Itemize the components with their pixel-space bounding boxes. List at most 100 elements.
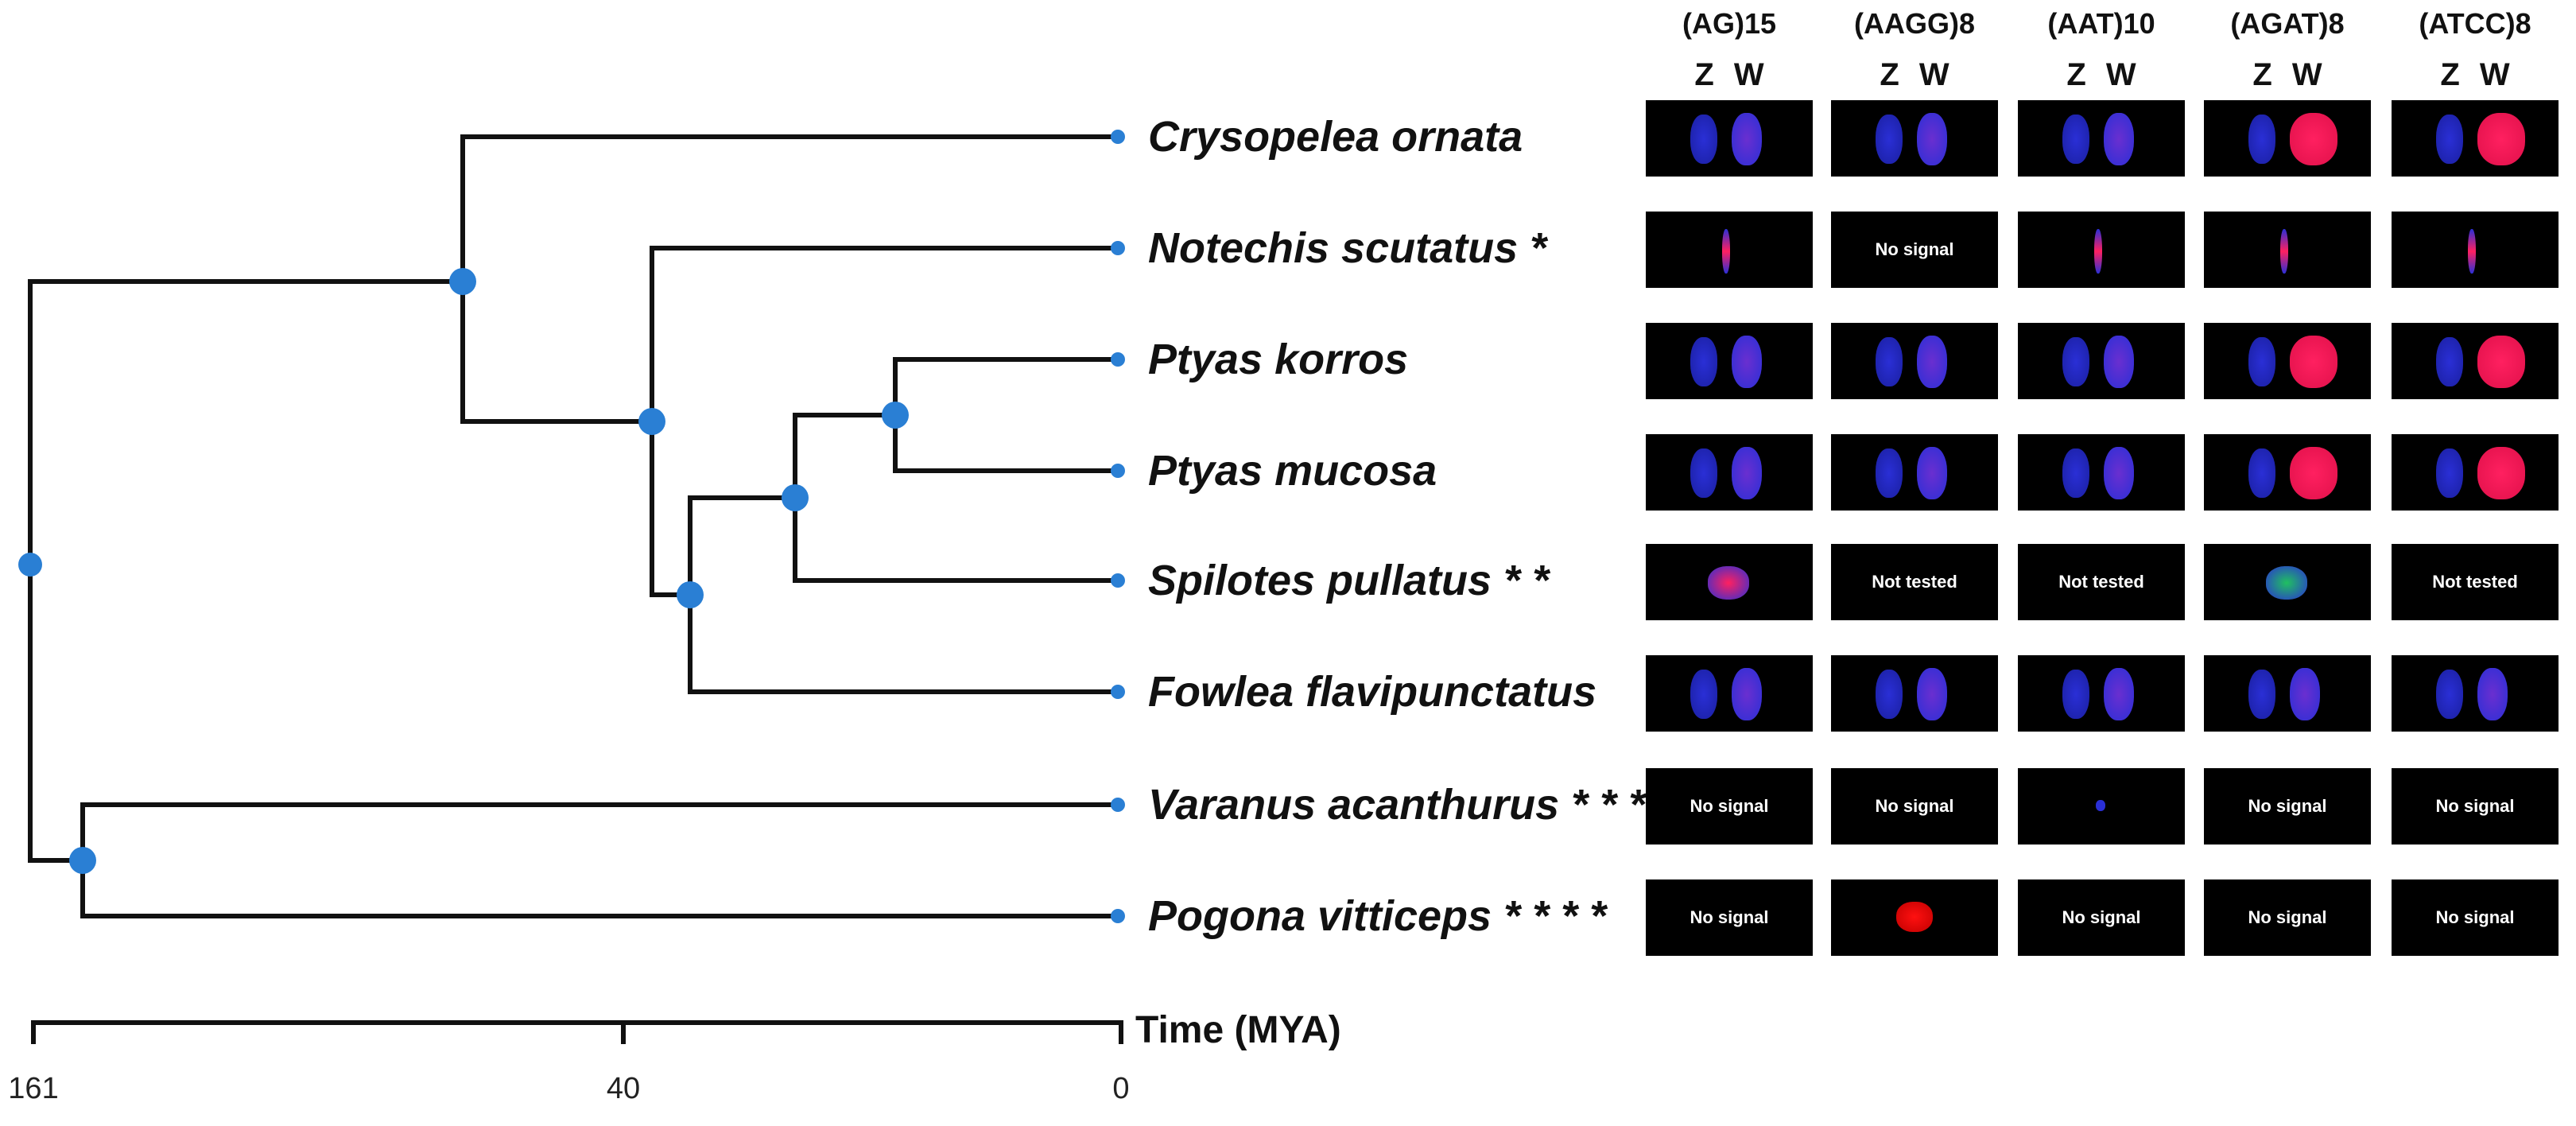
node-mid2 <box>677 581 704 608</box>
chromosome <box>1876 115 1903 164</box>
fish-image-cell <box>2392 100 2559 177</box>
chromosome <box>2290 113 2337 165</box>
chromosome <box>2096 800 2105 811</box>
species-label: Pogona vitticeps * * * * <box>1148 892 1607 940</box>
time-tick-label: 161 <box>8 1072 59 1105</box>
fish-image-cell <box>1646 323 1813 399</box>
fish-image-cell: No signal <box>2204 768 2371 844</box>
fish-image-cell: No signal <box>2392 768 2559 844</box>
fish-image-cell <box>1831 434 1998 511</box>
result-text: No signal <box>2248 796 2327 816</box>
fish-image-cell <box>2392 212 2559 288</box>
species-label: Crysopelea ornata <box>1148 113 1523 161</box>
chromosome <box>1732 447 1762 499</box>
result-text: Not tested <box>2432 572 2518 592</box>
fish-image-cell <box>2392 323 2559 399</box>
zw-label: Z W <box>1880 57 1949 92</box>
chromosome <box>1876 448 1903 498</box>
fish-image-cell <box>1831 879 1998 956</box>
fish-image-cell: Not tested <box>2392 544 2559 620</box>
chromosome <box>1732 668 1762 720</box>
chromosome <box>2477 668 2508 720</box>
chromosome <box>2062 670 2089 719</box>
chromosome <box>2248 670 2275 719</box>
chromosome <box>2104 668 2134 720</box>
tip-node <box>1111 685 1125 699</box>
fish-image-cell <box>2204 212 2371 288</box>
chromosome <box>2104 447 2134 499</box>
chromosome <box>1732 113 1762 165</box>
result-text: No signal <box>1690 907 1769 927</box>
chromosome <box>1708 566 1749 600</box>
chromosome <box>2290 447 2337 499</box>
chromosome <box>2280 229 2288 274</box>
chromosome <box>1690 670 1717 719</box>
chromosome <box>2062 115 2089 164</box>
result-text: Not tested <box>2058 572 2144 592</box>
fish-image-cell <box>2204 655 2371 732</box>
chromosome <box>2266 566 2307 600</box>
tip-node <box>1111 241 1125 255</box>
fish-image-cell <box>1646 544 1813 620</box>
result-text: No signal <box>2435 796 2515 816</box>
chromosome <box>2477 336 2525 388</box>
chromosome <box>2104 336 2134 388</box>
species-label: Notechis scutatus * <box>1148 224 1547 272</box>
result-text: No signal <box>1875 796 1954 816</box>
chromosome <box>2248 337 2275 386</box>
time-axis-title: Time (MYA) <box>1135 1009 1341 1051</box>
fish-image-cell <box>1646 212 1813 288</box>
chromosome <box>2468 229 2476 274</box>
chromosome <box>1690 337 1717 386</box>
fish-image-cell <box>2204 323 2371 399</box>
chromosome <box>1917 668 1947 720</box>
node-snakes <box>449 268 476 295</box>
fish-image-cell <box>1646 655 1813 732</box>
fish-image-cell <box>1646 100 1813 177</box>
result-text: No signal <box>1690 796 1769 816</box>
chromosome <box>1690 115 1717 164</box>
chromosome <box>1917 336 1947 388</box>
fish-image-cell <box>2392 434 2559 511</box>
fish-image-cell <box>2018 212 2185 288</box>
chromosome <box>2436 337 2463 386</box>
zw-label: Z W <box>2440 57 2510 92</box>
fish-image-cell <box>2018 323 2185 399</box>
chromosome <box>2477 113 2525 165</box>
fish-image-cell: Not tested <box>1831 544 1998 620</box>
tip-node <box>1111 464 1125 478</box>
tip-node <box>1111 909 1125 923</box>
probe-header: (AAGG)8 <box>1854 7 1975 40</box>
fish-image-cell <box>2204 544 2371 620</box>
chromosome <box>2248 115 2275 164</box>
fish-image-cell: No signal <box>1831 768 1998 844</box>
chromosome <box>1917 447 1947 499</box>
probe-header: (AAT)10 <box>2047 7 2155 40</box>
fish-image-cell: No signal <box>2392 879 2559 956</box>
chromosome <box>2290 336 2337 388</box>
result-text: No signal <box>1875 239 1954 259</box>
tip-node <box>1111 130 1125 144</box>
result-text: Not tested <box>1872 572 1957 592</box>
node-ptyas <box>882 402 909 429</box>
chromosome <box>2436 670 2463 719</box>
chromosome <box>1917 113 1947 165</box>
fish-image-cell: No signal <box>2018 879 2185 956</box>
tip-node <box>1111 573 1125 588</box>
fish-image-cell: No signal <box>1646 768 1813 844</box>
fish-image-cell <box>2018 434 2185 511</box>
node-colub <box>782 484 809 511</box>
chromosome <box>1732 336 1762 388</box>
chromosome <box>2436 115 2463 164</box>
node-lizards <box>69 847 96 874</box>
fish-image-cell <box>2018 100 2185 177</box>
fish-image-cell: No signal <box>1646 879 1813 956</box>
fish-image-cell <box>2018 655 2185 732</box>
species-label: Spilotes pullatus * * <box>1148 557 1550 604</box>
time-tick-label: 40 <box>606 1072 641 1105</box>
chromosome <box>2248 448 2275 498</box>
chromosome <box>2290 668 2320 720</box>
zw-label: Z W <box>2066 57 2136 92</box>
probe-header: (AGAT)8 <box>2230 7 2345 40</box>
